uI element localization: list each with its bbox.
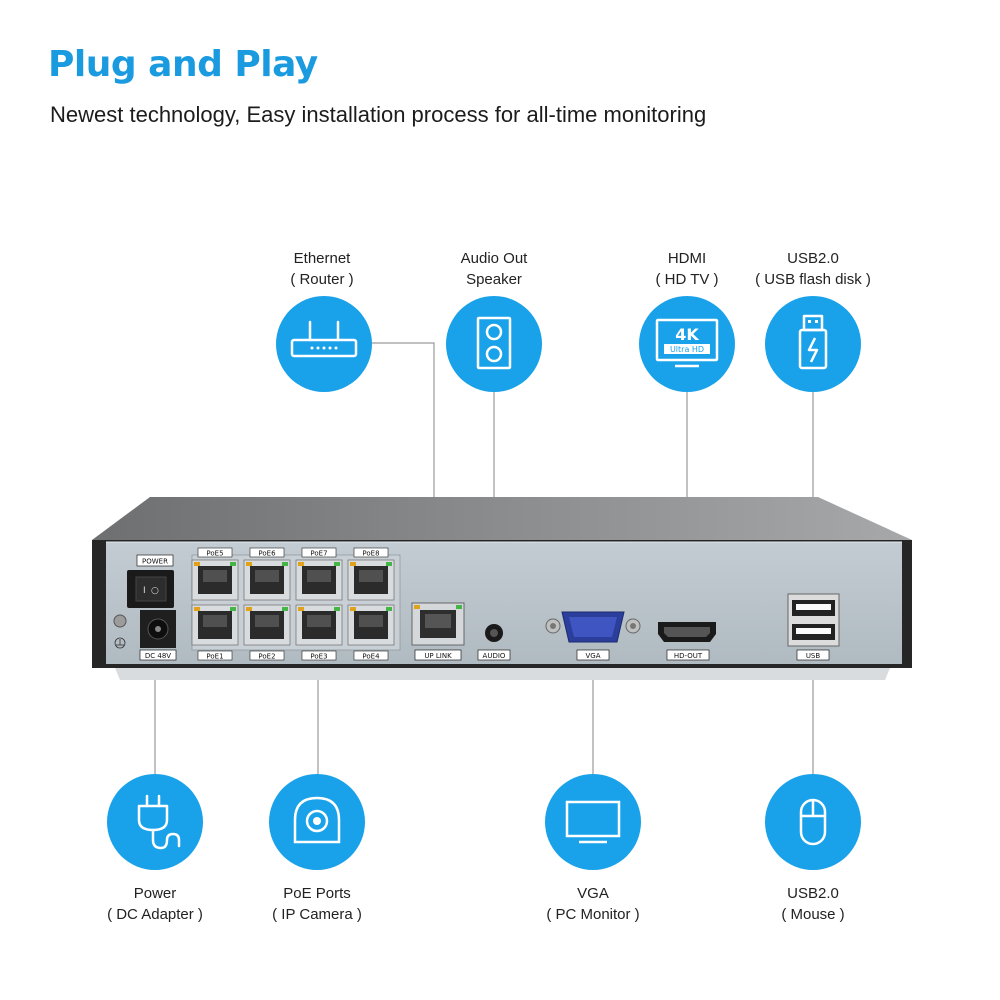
poe-bottom-label: PoE1 (206, 653, 223, 661)
ground-screw (113, 614, 127, 628)
poe-label-text: PoE Ports( IP Camera ) (272, 885, 362, 923)
vga-label-text: VGA( PC Monitor ) (546, 885, 640, 923)
poe-bottom-label: PoE4 (362, 653, 380, 661)
speaker-icon (446, 296, 542, 392)
power-label-text: Power( DC Adapter ) (107, 885, 203, 923)
audio-label: AUDIO (483, 652, 506, 660)
power-label: POWER (142, 558, 168, 566)
poe-top-label: PoE6 (258, 550, 276, 558)
poe-top-label: PoE8 (362, 550, 379, 558)
poe-top-label: PoE7 (310, 550, 327, 558)
svg-text:I: I (143, 586, 146, 596)
usb-flash-icon (765, 296, 861, 392)
router-icon (276, 296, 372, 392)
power-plug-icon (107, 774, 203, 870)
usb-flash-label: USB2.0( USB flash disk ) (755, 250, 871, 288)
poe-port[interactable] (295, 559, 343, 601)
monitor-icon (545, 774, 641, 870)
poe-port[interactable] (295, 604, 343, 646)
page-subtitle: Newest technology, Easy installation pro… (50, 102, 707, 127)
poe-bottom-label: PoE3 (310, 653, 327, 661)
uplink-label: UP LINK (424, 652, 452, 660)
hdtv-ultra-text: Ultra HD (670, 345, 704, 354)
hdtv-4k-text: 4K (675, 325, 699, 344)
poe-port[interactable] (347, 559, 395, 601)
poe-port[interactable] (191, 604, 239, 646)
page-title: Plug and Play (48, 44, 318, 85)
device-base (115, 668, 890, 680)
svg-text:○: ○ (151, 586, 159, 596)
hdout-label: HD-OUT (674, 652, 703, 660)
hd-tv-icon: 4K Ultra HD (639, 296, 735, 392)
ethernet-label: Ethernet( Router ) (290, 250, 354, 288)
poe-port[interactable] (191, 559, 239, 601)
poe-port[interactable] (243, 559, 291, 601)
vga-label: VGA (585, 652, 600, 660)
ip-camera-icon (269, 774, 365, 870)
usb-ports[interactable] (787, 593, 840, 647)
dc-label: DC 48V (145, 652, 171, 660)
poe-port[interactable] (347, 604, 395, 646)
hdmi-label: HDMI( HD TV ) (655, 250, 719, 288)
hdmi-port[interactable] (658, 622, 716, 642)
mouse-icon (765, 774, 861, 870)
vga-port[interactable] (545, 611, 641, 643)
usb-label: USB (806, 652, 821, 660)
usb-mouse-label-text: USB2.0( Mouse ) (781, 885, 845, 923)
device-top (92, 497, 912, 540)
poe-bottom-label: PoE2 (258, 653, 275, 661)
poe-port[interactable] (243, 604, 291, 646)
poe-top-label: PoE5 (206, 550, 223, 558)
